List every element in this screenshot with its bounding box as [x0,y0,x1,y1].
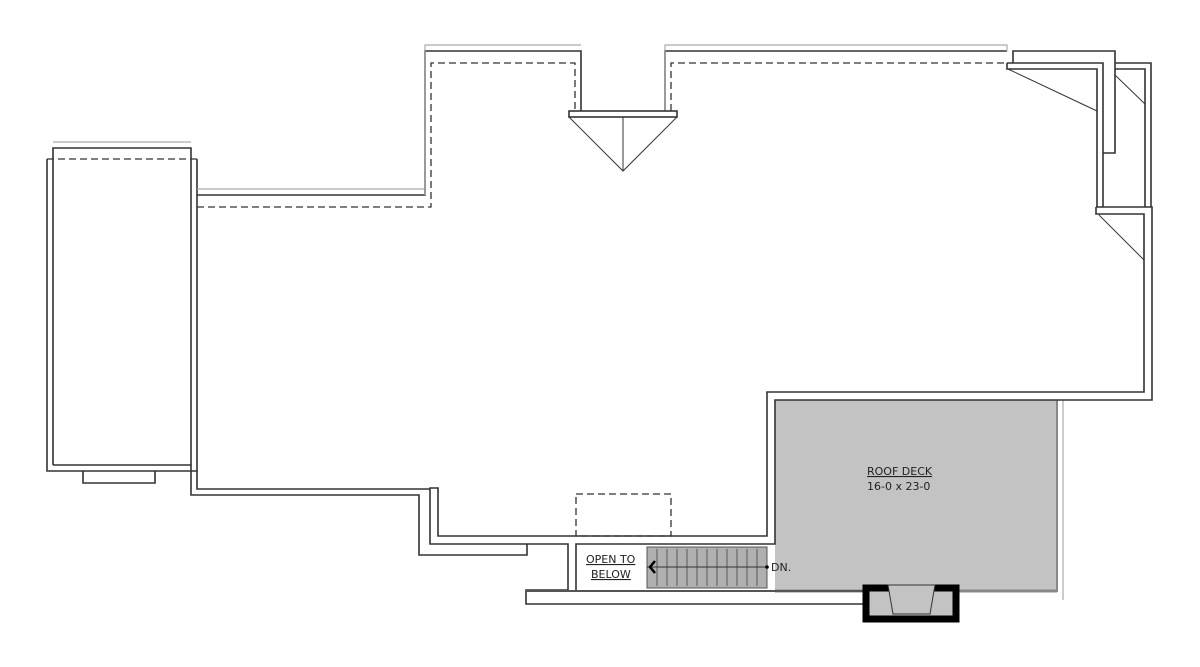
stair-down-label: DN. [771,561,791,574]
open-to-below-label-2: BELOW [591,568,631,581]
main-walls [190,44,1153,605]
left-wing [46,141,198,484]
room-size-roof-deck: 16-0 x 23-0 [867,480,930,493]
room-name-roof-deck: ROOF DECK [867,465,933,478]
chimney [862,584,960,623]
open-to-below-label: OPEN TO [586,553,636,566]
roof-deck-area [775,400,1057,590]
stair-arrow-icon [648,560,656,574]
stairs [646,546,769,589]
